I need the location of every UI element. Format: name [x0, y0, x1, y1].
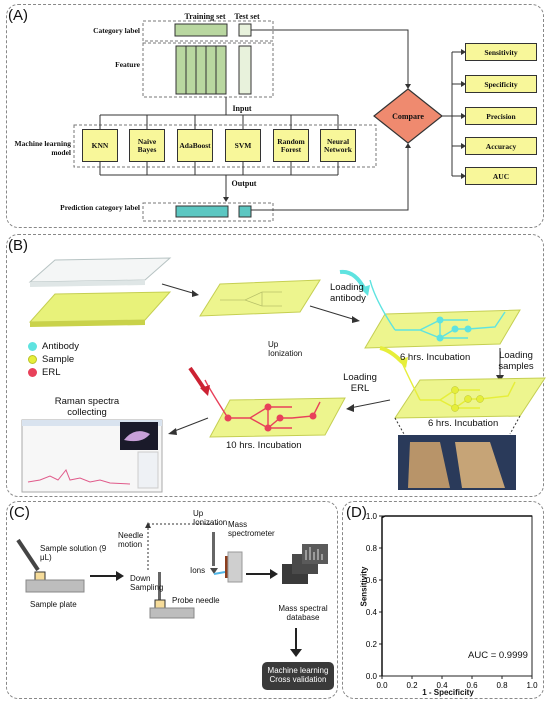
loading-samples-label: Loading samples [498, 350, 534, 372]
sample-plate-label: Sample plate [30, 600, 77, 609]
roc-chart: 0.0 0.2 0.4 0.6 0.8 1.0 0.0 0.2 0.4 0.6 0.8 1.0 [366, 512, 538, 690]
database-label: Mass spectral database [278, 604, 328, 622]
ions-label: Ions [190, 566, 206, 575]
needle-motion-label: Needle motion [118, 531, 144, 549]
panel-d [342, 501, 544, 699]
model-svm: SVM [225, 129, 261, 162]
up-ionization-label-b: Up Ionization [268, 340, 303, 358]
ml-model-text: Machine learning model [14, 139, 71, 157]
probe-needle-label: Probe needle [172, 596, 220, 605]
model-random-forest: Random Forest [273, 129, 309, 162]
panel-b [6, 234, 544, 497]
loading-antibody-label: Loading antibody [330, 282, 366, 304]
x-tick-label: 0.4 [436, 681, 448, 690]
model-knn: KNN [82, 129, 118, 162]
y-tick-label: 0.2 [366, 640, 378, 649]
category-label-text: Category label [93, 26, 140, 35]
mass-spectrometer-label: Mass spectrometer [228, 520, 275, 538]
panel-b-label: (B) [8, 237, 28, 254]
compare-diamond [373, 88, 443, 144]
legend-sample-dot [28, 355, 37, 364]
metric-auc: AUC [465, 167, 537, 185]
y-tick-label: 0.4 [366, 608, 378, 617]
legend-erl-dot [28, 368, 37, 377]
roc-curve [381, 515, 532, 676]
legend-antibody-label: Antibody [42, 341, 79, 352]
model-neural-network: Neural Network [320, 129, 356, 162]
sample-solution-label: Sample solution (9 μL) [40, 544, 107, 562]
x-tick-label: 0.6 [466, 681, 478, 690]
panel-c-label: (C) [9, 504, 30, 521]
roc-annotation: AUC = 0.9999 [468, 650, 528, 661]
model-naive-bayes: Naive Bayes [129, 129, 165, 162]
incubation-6b-label: 6 hrs. Incubation [428, 418, 499, 429]
raman-label: Raman spectra collecting [54, 396, 120, 418]
panel-a [6, 4, 544, 228]
down-sampling-label: Down Sampling [130, 574, 164, 592]
panel-a-diagram [73, 20, 466, 222]
y-tick-label: 0.6 [366, 576, 378, 585]
panel-a-label: (A) [8, 7, 28, 24]
metric-precision: Precision [465, 107, 537, 125]
x-tick-label: 0.8 [496, 681, 508, 690]
panel-b-diagram [21, 257, 546, 493]
roc-xlabel: 1 - Specificity [422, 688, 474, 697]
x-tick-label: 1.0 [526, 681, 538, 690]
x-tick-label: 0.0 [376, 681, 388, 690]
panel-d-label: (D) [346, 504, 367, 521]
model-adaboost: AdaBoost [177, 129, 213, 162]
incubation-6a-label: 6 hrs. Incubation [400, 352, 471, 363]
loading-erl-label: Loading ERL [343, 372, 377, 394]
y-tick-label: 1.0 [366, 512, 378, 521]
training-set-label: Training set [184, 12, 226, 21]
output-label: Output [231, 179, 257, 188]
metric-accuracy: Accuracy [465, 137, 537, 155]
compare-label: Compare [392, 112, 424, 121]
panel-c-diagram [16, 522, 334, 690]
legend-antibody-dot [28, 342, 37, 351]
incubation-10-label: 10 hrs. Incubation [226, 440, 302, 451]
metric-sensitivity: Sensitivity [465, 43, 537, 61]
x-tick-label: 0.2 [406, 681, 418, 690]
metric-specificity: Specificity [465, 75, 537, 93]
legend-erl-label: ERL [42, 367, 61, 378]
up-ionization-label-c: Up Ionization [193, 509, 228, 527]
prediction-label-text: Prediction category label [60, 203, 140, 212]
ml-cv-label: Machine learning Cross validation [267, 666, 329, 684]
y-tick-label: 0.8 [366, 544, 378, 553]
panel-c [6, 501, 338, 699]
input-label: Input [232, 104, 252, 113]
legend-sample-label: Sample [42, 354, 75, 365]
test-set-label: Test set [234, 12, 260, 21]
feature-text: Feature [115, 60, 140, 69]
roc-ylabel: Sensitivity [359, 566, 369, 607]
y-tick-label: 0.0 [366, 672, 378, 681]
